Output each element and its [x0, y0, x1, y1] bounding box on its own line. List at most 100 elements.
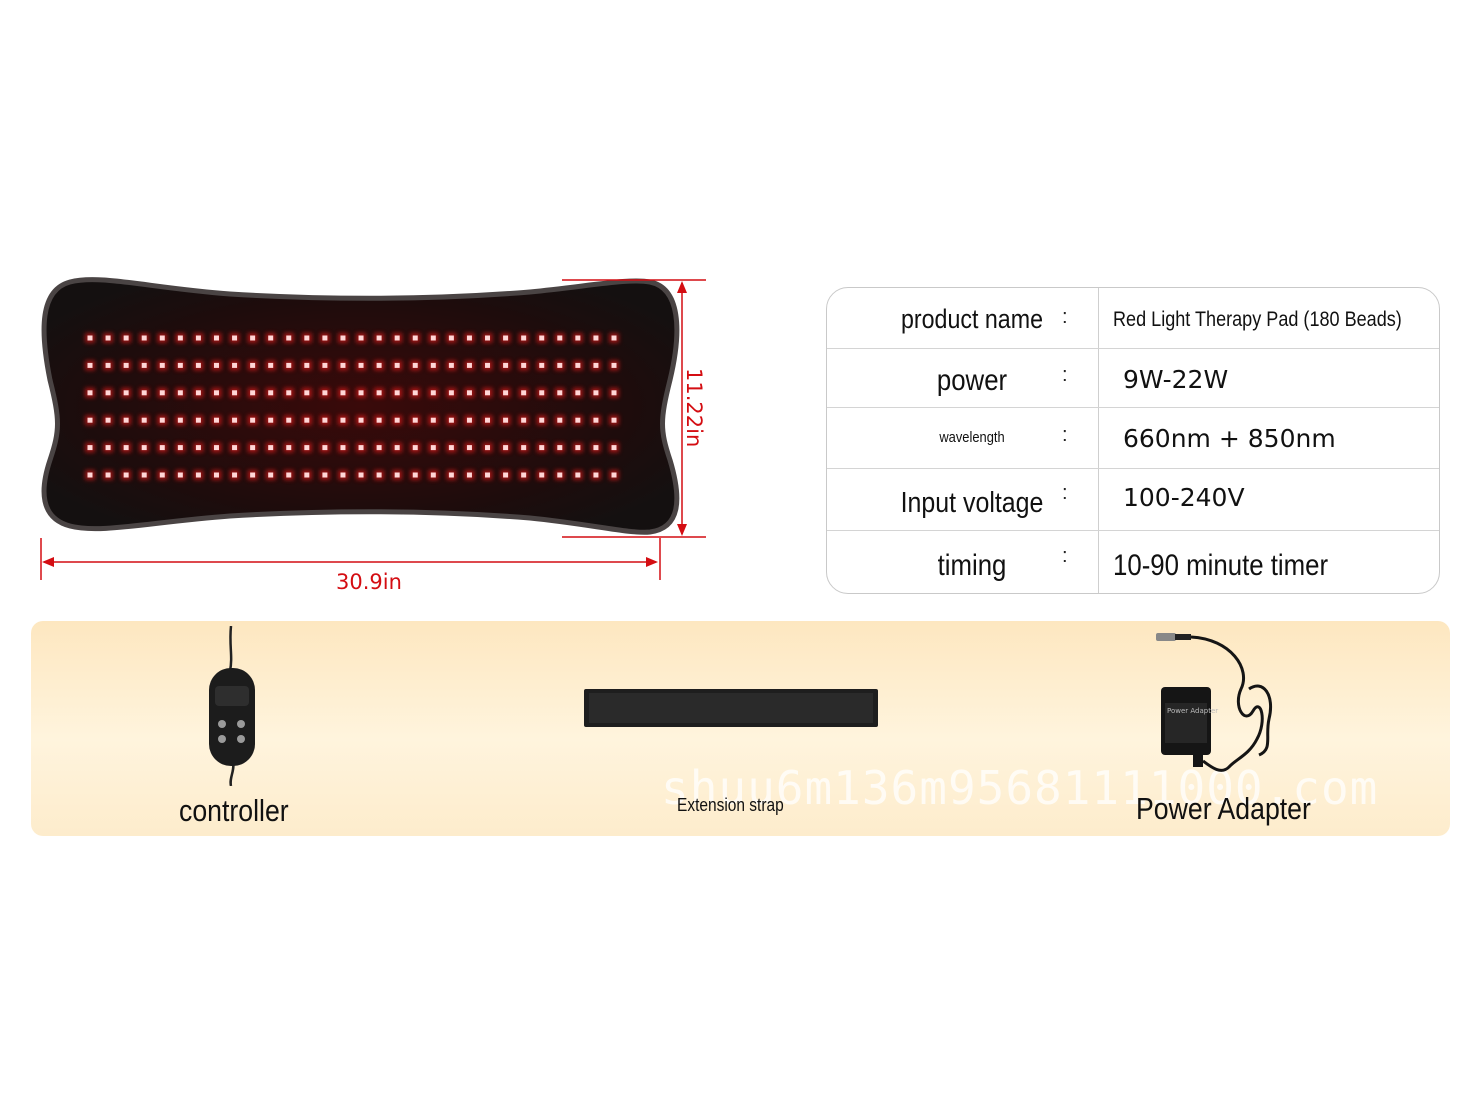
led-bead — [322, 335, 328, 341]
led-bead — [466, 390, 472, 396]
led-bead — [159, 390, 165, 396]
led-bead — [304, 362, 310, 368]
led-bead — [105, 362, 111, 368]
spec-value: 10-90 minute timer — [1113, 549, 1329, 582]
led-bead — [358, 472, 364, 478]
led-bead — [232, 445, 238, 451]
led-bead — [466, 362, 472, 368]
led-bead — [268, 362, 274, 368]
led-bead — [394, 362, 400, 368]
led-bead — [232, 417, 238, 423]
led-bead — [412, 472, 418, 478]
led-bead — [485, 445, 491, 451]
led-bead — [448, 390, 454, 396]
power-adapter-image: Power Adapter — [1156, 633, 1272, 772]
led-bead — [593, 390, 599, 396]
spec-label: Input voltage — [900, 487, 1044, 519]
led-bead — [250, 362, 256, 368]
led-bead — [340, 472, 346, 478]
led-bead — [213, 417, 219, 423]
led-bead — [340, 335, 346, 341]
led-bead — [557, 445, 563, 451]
led-bead — [123, 472, 129, 478]
led-bead — [503, 472, 509, 478]
led-bead — [123, 445, 129, 451]
strap-label: Extension strap — [677, 795, 784, 815]
led-bead — [159, 445, 165, 451]
accessories-strip: shuu6m136m95681111000.com controller Ext… — [31, 621, 1450, 836]
led-bead — [503, 335, 509, 341]
led-bead — [485, 390, 491, 396]
led-bead — [466, 417, 472, 423]
led-bead — [575, 335, 581, 341]
led-bead — [485, 417, 491, 423]
led-bead — [87, 417, 93, 423]
led-bead — [503, 362, 509, 368]
led-bead — [232, 390, 238, 396]
spec-label: timing — [937, 549, 1007, 582]
led-bead — [557, 472, 563, 478]
led-bead — [448, 335, 454, 341]
spec-row-input-voltage: Input voltage : 100-240V — [827, 469, 1439, 531]
controller-image — [209, 626, 255, 786]
led-bead — [358, 417, 364, 423]
led-bead — [394, 335, 400, 341]
led-bead — [575, 472, 581, 478]
led-bead — [159, 417, 165, 423]
led-bead — [611, 335, 617, 341]
led-bead — [268, 390, 274, 396]
led-bead — [322, 390, 328, 396]
led-bead — [105, 390, 111, 396]
led-bead — [430, 472, 436, 478]
led-bead — [575, 362, 581, 368]
led-bead — [340, 390, 346, 396]
spec-column-divider — [1098, 288, 1099, 593]
led-bead — [358, 390, 364, 396]
width-dimension-label: 30.9in — [336, 570, 402, 594]
led-bead — [159, 472, 165, 478]
led-bead — [213, 445, 219, 451]
led-bead — [232, 335, 238, 341]
led-bead — [539, 472, 545, 478]
led-bead — [213, 472, 219, 478]
led-bead — [485, 335, 491, 341]
led-bead — [557, 390, 563, 396]
led-bead — [123, 390, 129, 396]
led-bead — [141, 472, 147, 478]
led-bead — [575, 390, 581, 396]
led-bead — [466, 335, 472, 341]
height-dimension-text: 11.22in — [682, 368, 706, 448]
led-bead — [286, 390, 292, 396]
led-bead — [430, 362, 436, 368]
led-bead — [358, 335, 364, 341]
led-bead — [159, 362, 165, 368]
led-bead — [376, 362, 382, 368]
led-bead — [521, 472, 527, 478]
led-bead — [376, 417, 382, 423]
led-bead — [141, 390, 147, 396]
led-bead — [141, 417, 147, 423]
led-bead — [521, 335, 527, 341]
led-bead — [105, 335, 111, 341]
spec-row-wavelength: wavelength : 660nm + 850nm — [827, 408, 1439, 469]
led-bead — [412, 417, 418, 423]
led-bead — [105, 445, 111, 451]
led-bead — [611, 445, 617, 451]
led-bead — [87, 390, 93, 396]
led-bead — [340, 362, 346, 368]
spec-value: 660nm + 850nm — [1123, 424, 1336, 453]
spec-label: product name — [900, 304, 1043, 334]
led-bead — [593, 335, 599, 341]
led-bead — [521, 445, 527, 451]
led-bead — [304, 390, 310, 396]
led-bead — [232, 472, 238, 478]
led-bead — [304, 417, 310, 423]
led-bead — [376, 335, 382, 341]
led-bead — [213, 362, 219, 368]
led-bead — [141, 445, 147, 451]
led-bead — [430, 445, 436, 451]
led-bead — [448, 472, 454, 478]
led-bead — [593, 362, 599, 368]
led-bead — [123, 362, 129, 368]
led-bead — [250, 417, 256, 423]
